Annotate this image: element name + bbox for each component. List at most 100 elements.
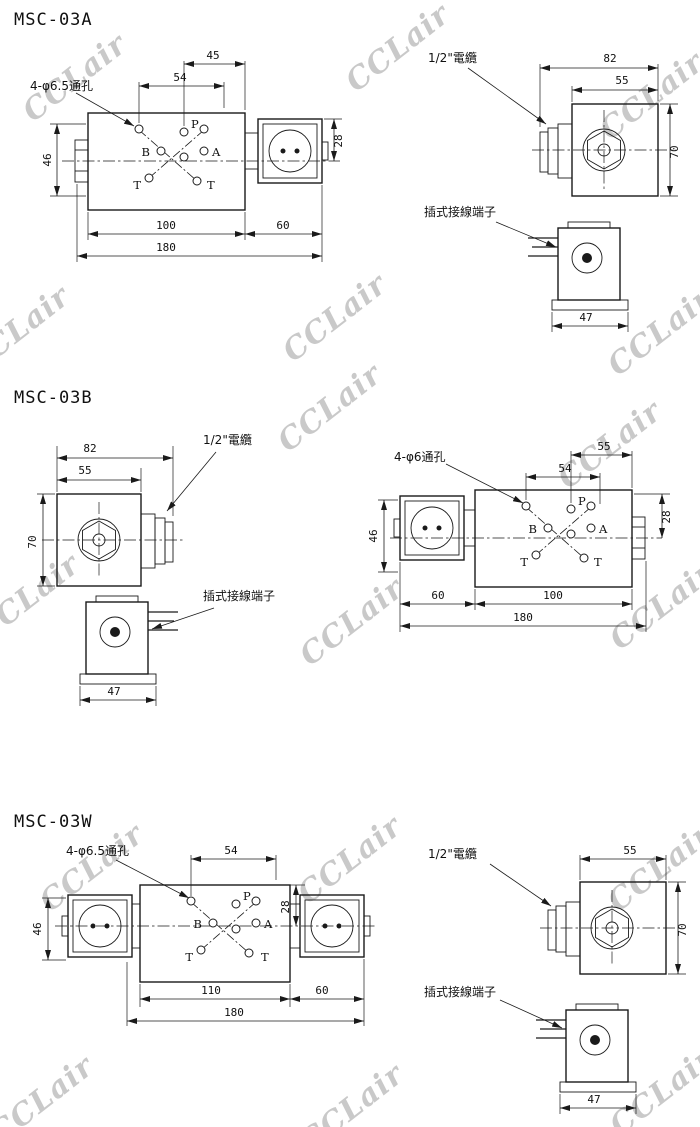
dim-overall-w: 82 [539,52,659,127]
hole-callout-label: 4-φ6.5通孔 [30,79,93,93]
end-cap [631,516,646,560]
valve-body-group [390,489,662,588]
solenoid-tab [61,915,69,937]
terminal-callout: 插式接線端子 [424,204,557,248]
mounting-hole [521,501,531,511]
port-t-hole [244,948,254,958]
dim-label-bolt-span: 54 [224,844,238,857]
dim-label-body-w: 55 [78,464,91,477]
dim-label-overall-w: 82 [83,442,96,455]
dim-label-to-center: 28 [332,134,345,147]
port-pattern [186,896,261,958]
cable-gland [565,901,581,957]
connector-flange [79,673,157,685]
hole-callout-label: 4-φ6通孔 [394,450,446,464]
port-b-hole [208,918,218,928]
dim-side: 46 [41,123,86,197]
dim-label-side: 46 [367,529,380,542]
terminal-callout: 插式接線端子 [424,984,563,1029]
port-label-p: P [243,889,251,903]
cable-label: 1/2"電纜 [428,51,477,65]
cable-callout: 1/2"電纜 [166,433,252,512]
center-hole [179,152,189,162]
port-label-t1: T [133,178,141,192]
model-title-msc03a: MSC-03A [14,10,93,30]
mounting-hole [586,501,596,511]
dim-label-total-len: 180 [156,241,176,254]
cable-gland [140,513,156,569]
dim-label-p-to-edge: 45 [206,49,219,62]
dim-body-w: 55 [579,844,667,880]
dim-label-body-len: 100 [156,219,176,232]
dim-label-connector-w: 47 [587,1093,600,1106]
hex-nut [587,130,621,170]
dim-label-connector-w: 47 [579,311,592,324]
port-label-t1: T [520,555,528,569]
port-label-p: P [191,117,199,131]
valve-body-group [62,112,340,211]
hole-callout-label: 4-φ6.5通孔 [66,844,129,858]
dim-label-overall-w: 82 [603,52,616,65]
dim-overall-w: 82 [56,442,174,516]
plug-connector [536,1003,637,1093]
hex-nut [82,520,116,560]
connector-flange [551,299,629,311]
port-p-hole [231,899,241,909]
dim-connector-w: 47 [551,311,629,332]
valve-side-body [532,103,676,197]
dim-label-to-center: 28 [660,510,673,523]
port-t-hole [196,945,206,955]
dim-label-body-w: 55 [623,844,636,857]
port-label-a: A [211,145,221,159]
terminal-label: 插式接線端子 [424,204,496,219]
msc03a-top-view: P B A T T 4-φ6.5通孔 45 54 [30,49,345,262]
terminal-label: 插式接線端子 [203,588,275,603]
port-t-hole [192,176,202,186]
fitting-circle [77,518,121,562]
dim-label-body-len: 100 [543,589,563,602]
port-b-hole [156,146,166,156]
connector-circle [78,904,122,948]
valve-body-group [55,884,375,983]
dim-p-to-edge: 45 [183,49,246,126]
dim-label-solenoid: 60 [315,984,328,997]
dim-height: 70 [660,103,681,197]
port-label-a: A [598,522,608,536]
dim-label-bolt-span: 54 [558,462,572,475]
port-label-p: P [578,494,586,508]
connector-circle [410,506,454,550]
msc03a-sheet: P B A T T 4-φ6.5通孔 45 54 [30,49,681,332]
connector-body [565,1009,629,1083]
dim-label-side: 46 [31,922,44,935]
valve-side-body [540,881,680,975]
dim-bolt-span: 54 [190,844,277,896]
port-label-a: A [263,917,273,931]
dim-side: 46 [31,897,66,961]
connector-circle [310,904,354,948]
fitting-circle [582,128,626,172]
model-title-msc03b: MSC-03B [14,388,93,408]
dim-height: 70 [668,881,689,975]
valve-body [87,112,246,211]
port-label-t2: T [594,555,602,569]
dim-label-height: 70 [676,923,689,936]
msc03w-side-view: 1/2"電纜 55 [424,844,689,1114]
port-label-t2: T [207,178,215,192]
port-b-hole [543,523,553,533]
center-hole [231,924,241,934]
dim-connector-w: 47 [79,685,157,706]
dim-body-w: 55 [571,74,658,102]
dim-label-height: 70 [26,535,39,548]
dim-label-body-len: 110 [201,984,221,997]
solenoid-right [299,894,371,958]
dim-label-total-len: 180 [224,1006,244,1019]
msc03b-side-view: 82 55 1/2"電纜 [26,433,275,706]
valve-body [474,489,633,588]
hole-callout: 4-φ6通孔 [394,450,524,504]
dim-bolt-span: 54 [138,71,225,123]
port-a-hole [199,146,209,156]
hex-nut [595,908,629,948]
dim-label-to-center: 28 [279,900,292,913]
solenoid [393,495,465,561]
